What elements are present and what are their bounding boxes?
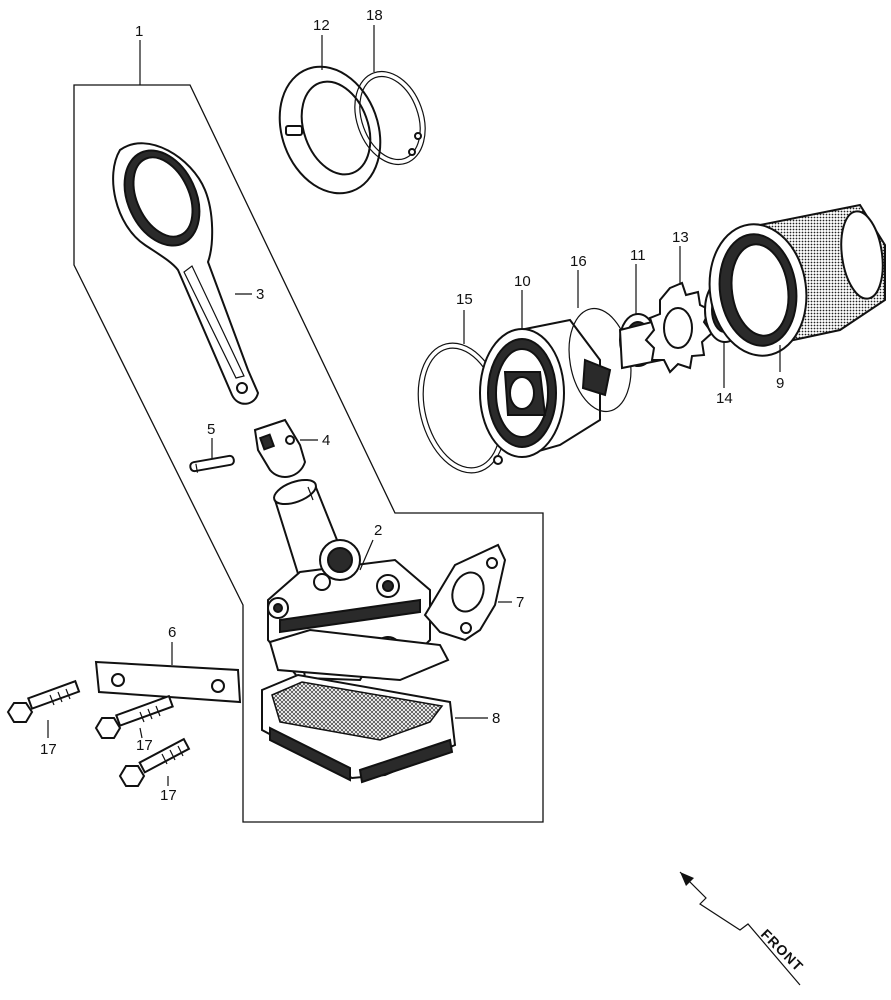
label-part-2: 2 — [374, 522, 382, 539]
label-part-7: 7 — [516, 594, 524, 611]
label-part-8: 8 — [492, 710, 500, 727]
label-part-13: 13 — [672, 229, 689, 246]
label-part-12: 12 — [313, 17, 330, 34]
label-part-11: 11 — [630, 247, 646, 264]
part-17-bolt-1 — [6, 679, 81, 723]
front-label: FRONT — [758, 926, 807, 975]
label-part-1: 1 — [135, 23, 143, 40]
label-part-17-a: 17 — [40, 741, 57, 758]
label-part-17-b: 17 — [136, 737, 153, 754]
part-5-pin — [189, 454, 235, 473]
label-part-15: 15 — [456, 291, 473, 308]
part-17-bolt-3 — [118, 737, 191, 787]
part-10-rotor-housing — [479, 318, 612, 458]
label-part-5: 5 — [207, 421, 215, 438]
part-7-gasket — [423, 543, 507, 642]
label-part-16: 16 — [570, 253, 587, 270]
part-8-strainer — [261, 628, 457, 784]
label-part-4: 4 — [322, 432, 330, 449]
part-9-cover — [708, 203, 886, 357]
part-12-washer — [278, 65, 382, 195]
label-part-9: 9 — [776, 375, 784, 392]
leader-lines — [47, 25, 781, 786]
part-18-snap-ring — [354, 70, 426, 166]
label-part-3: 3 — [256, 286, 264, 303]
label-part-14: 14 — [716, 390, 733, 407]
part-3-bracket — [112, 142, 260, 405]
part-6-plate — [94, 660, 242, 704]
part-13-tab-washer — [644, 281, 714, 374]
label-part-18: 18 — [366, 7, 383, 24]
label-part-17-c: 17 — [160, 787, 177, 804]
part-labels: 1 12 18 3 5 4 2 7 6 8 17 17 17 15 10 16 … — [40, 7, 784, 804]
assembly-boundary — [73, 84, 544, 823]
part-4-joint — [253, 418, 307, 478]
front-direction-arrow: FRONT — [679, 871, 807, 986]
part-17-bolt-2 — [94, 694, 174, 739]
label-part-10: 10 — [514, 273, 531, 290]
label-part-6: 6 — [168, 624, 176, 641]
